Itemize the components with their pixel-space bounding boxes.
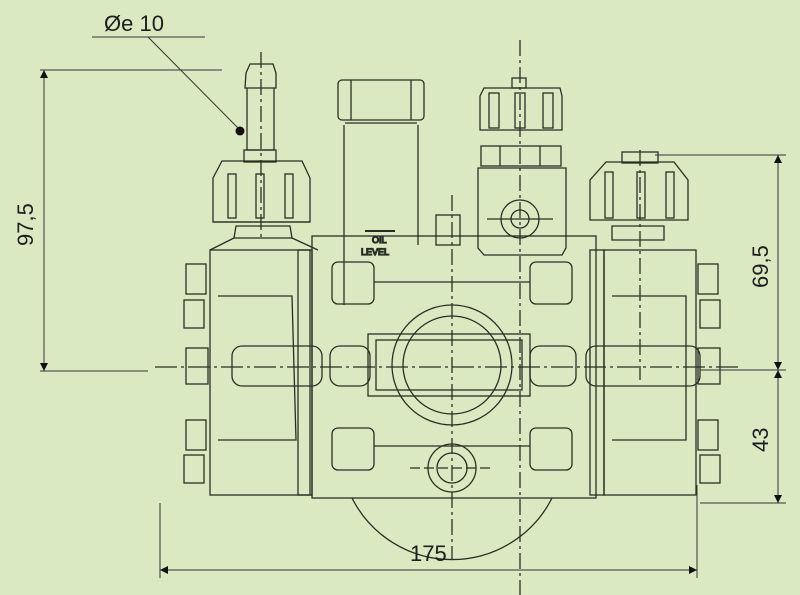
dimension-lines xyxy=(40,36,786,578)
oil-label: OIL xyxy=(372,235,387,245)
hose-barb-fitting xyxy=(243,52,277,240)
level-label: LEVEL xyxy=(361,247,389,257)
height-right-upper-label: 69,5 xyxy=(748,245,773,288)
left-cap-nut xyxy=(209,160,319,251)
oil-filler-cap xyxy=(337,79,425,305)
leader-dot xyxy=(235,126,245,136)
width-label: 175 xyxy=(410,541,447,566)
height-right-lower-label: 43 xyxy=(748,428,773,452)
pump-body xyxy=(155,195,740,561)
height-left-label: 97,5 xyxy=(13,203,38,246)
right-cap-nut xyxy=(589,150,689,380)
relief-valve xyxy=(477,40,567,595)
hose-diameter-label: Øe 10 xyxy=(104,11,164,36)
